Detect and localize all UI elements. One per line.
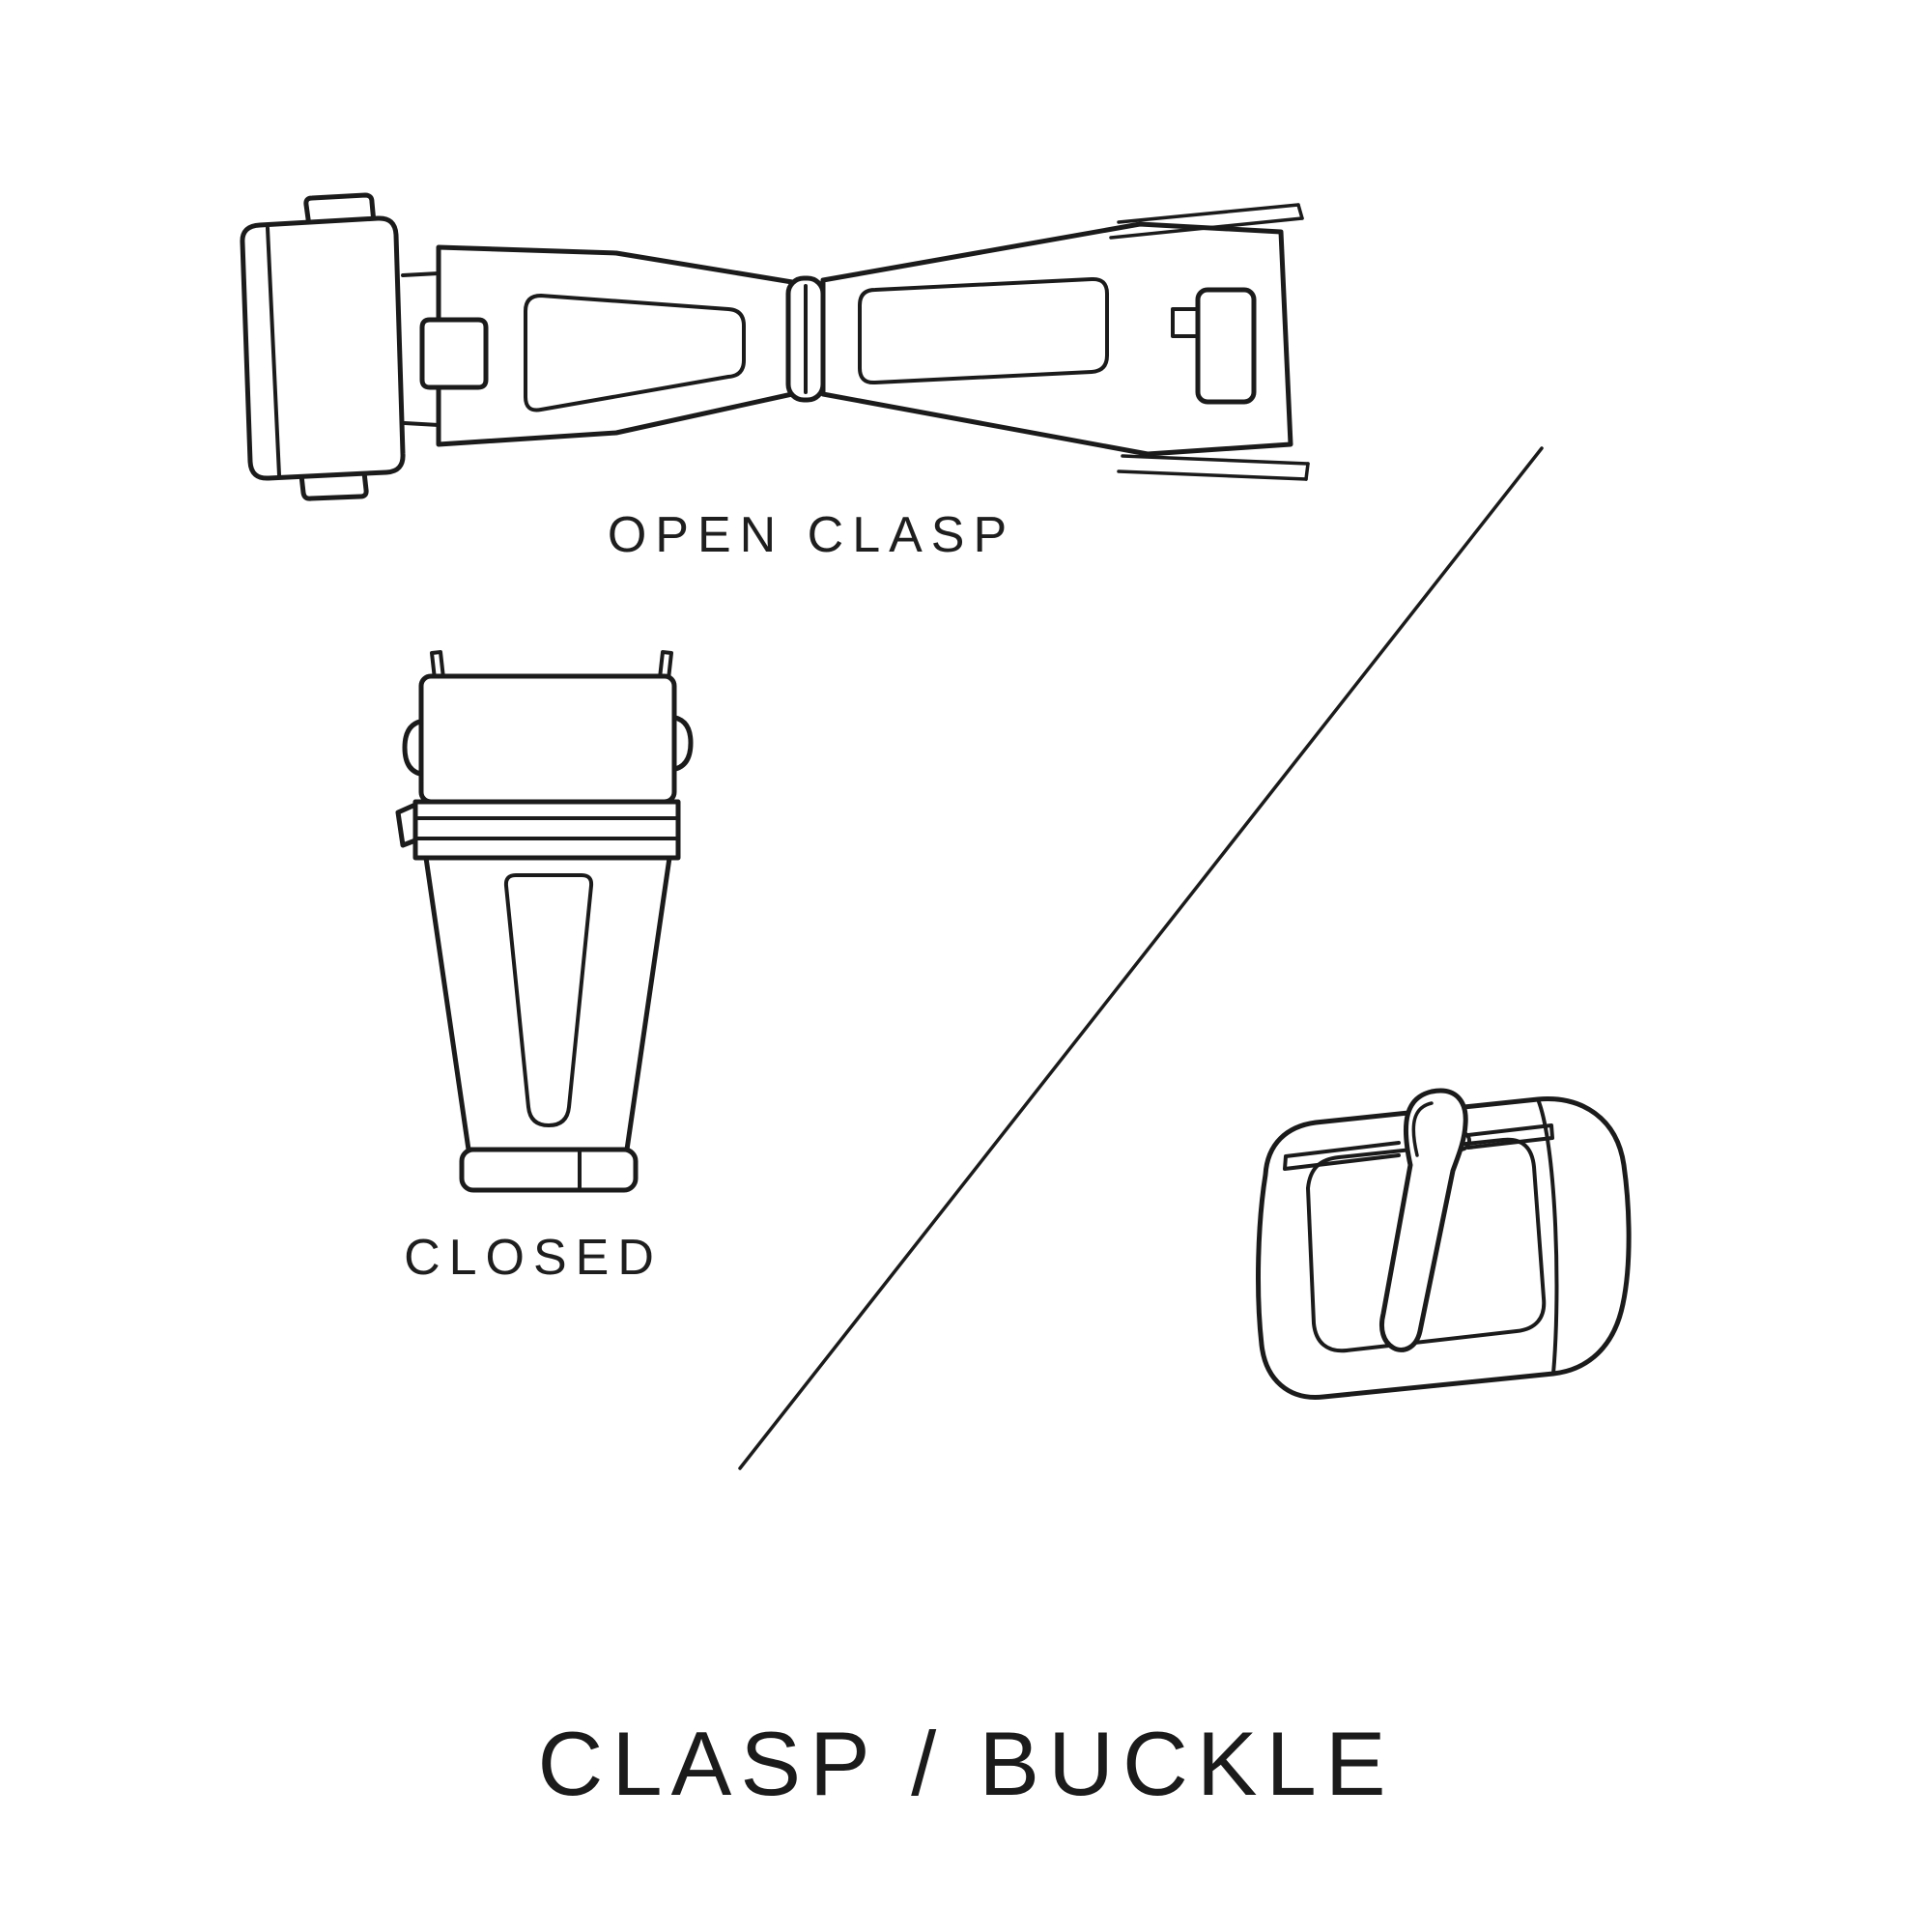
buckle-opening [1306, 1137, 1547, 1353]
closed-clasp-cover [418, 673, 677, 805]
open-clasp-right-window [858, 276, 1109, 385]
buckle-tang [1378, 1088, 1468, 1352]
open-clasp-bottom-tab [298, 469, 369, 501]
open-clasp-right-blade [820, 221, 1293, 457]
closed-clasp-bottom-bar [459, 1147, 639, 1193]
closed-clasp-body [423, 855, 672, 1152]
closed-clasp-illustration [395, 650, 694, 1193]
buckle-spring-bar [1283, 1123, 1554, 1171]
closed-clasp-flap [395, 802, 418, 848]
closed-clasp-label: CLOSED [404, 1230, 663, 1286]
open-clasp-end-cap [240, 215, 406, 481]
diagonal-divider-line [738, 446, 1544, 1470]
page-title: CLASP / BUCKLE [537, 1713, 1395, 1814]
open-clasp-notch [419, 317, 489, 390]
closed-clasp-window [503, 873, 594, 1127]
open-clasp-end-cutout [1195, 287, 1257, 405]
tang-buckle-illustration [1256, 1088, 1632, 1400]
open-clasp-label: OPEN CLASP [607, 507, 1016, 563]
open-clasp-left-window [524, 294, 746, 412]
open-clasp-illustration [240, 192, 1310, 501]
open-clasp-left-blade [436, 244, 795, 447]
closed-clasp-band [412, 799, 681, 861]
